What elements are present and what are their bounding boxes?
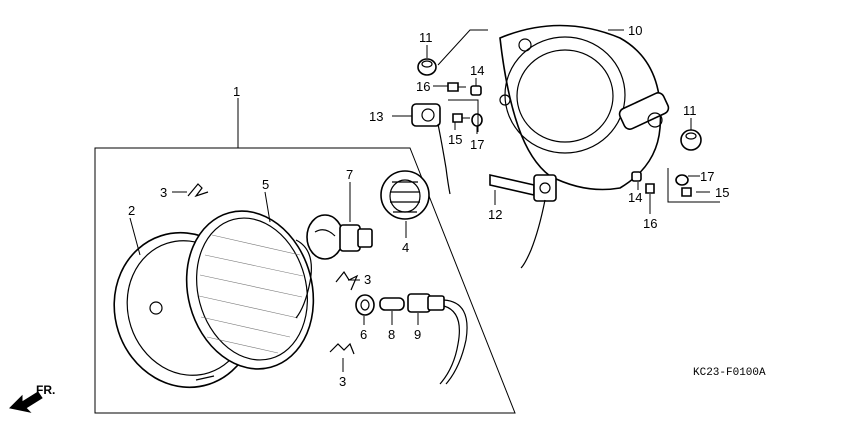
callout-1: 1 <box>233 84 240 99</box>
socket-with-leads <box>407 293 468 385</box>
washer-17-lower <box>675 174 689 186</box>
callout-12: 12 <box>488 207 502 222</box>
diagram-code: KC23-F0100A <box>693 367 766 379</box>
callout-14-lower: 14 <box>628 190 642 205</box>
front-direction-indicator: FR. <box>8 383 55 413</box>
callout-10: 10 <box>628 23 642 38</box>
group-bracket-upper <box>448 99 479 132</box>
headlight-lens-unit <box>185 210 315 370</box>
screw-16-lower <box>645 183 655 194</box>
callout-11-right: 11 <box>683 103 697 118</box>
spring-clip-top <box>187 183 209 198</box>
callout-3-bottom: 3 <box>339 374 346 389</box>
screw-16-upper <box>447 82 466 92</box>
position-socket <box>355 294 375 316</box>
screw-15-upper <box>452 113 470 123</box>
callout-7: 7 <box>346 167 353 182</box>
callout-15-upper: 15 <box>448 132 462 147</box>
collar-upper <box>417 58 437 76</box>
bolt-14-lower <box>631 171 642 182</box>
callout-3-middle: 3 <box>364 272 371 287</box>
adjuster-bracket <box>411 103 451 195</box>
callout-labels: 1 2 3 3 3 4 5 6 7 8 9 10 11 11 12 13 14 … <box>128 23 729 389</box>
callout-13: 13 <box>369 109 383 124</box>
group-bracket-lower <box>667 168 720 203</box>
callout-5: 5 <box>262 177 269 192</box>
callout-16-lower: 16 <box>643 216 657 231</box>
callout-15-lower: 15 <box>715 185 729 200</box>
headlight-bulb <box>306 214 373 260</box>
callout-17-upper: 17 <box>470 137 484 152</box>
callout-9: 9 <box>414 327 421 342</box>
screw-15-lower <box>681 187 692 197</box>
spring-clip-middle <box>335 270 359 291</box>
leader-lines <box>129 29 710 372</box>
callout-17-lower: 17 <box>700 169 714 184</box>
callout-2: 2 <box>128 203 135 218</box>
collar-right <box>680 129 702 151</box>
mounting-bracket <box>489 173 557 269</box>
washer-17-upper <box>471 113 483 127</box>
callout-11-upper: 11 <box>419 30 433 45</box>
callout-16-upper: 16 <box>416 79 430 94</box>
callout-8: 8 <box>388 327 395 342</box>
spring-clip-bottom <box>329 342 355 355</box>
position-bulb <box>379 297 405 311</box>
headlight-case <box>499 24 670 191</box>
bolt-14-upper <box>470 85 482 96</box>
front-label: FR. <box>36 383 55 397</box>
callout-4: 4 <box>402 240 409 255</box>
callout-6: 6 <box>360 327 367 342</box>
arrow-icon <box>8 391 43 413</box>
callout-14-upper: 14 <box>470 63 484 78</box>
callout-3-top: 3 <box>160 185 167 200</box>
headlight-assembly-frame <box>94 147 516 414</box>
bulb-socket <box>380 170 430 220</box>
